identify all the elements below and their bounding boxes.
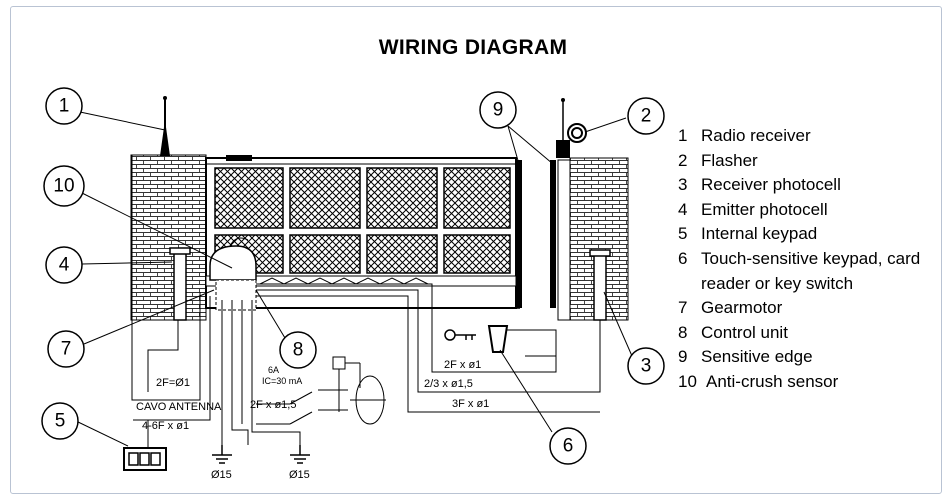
- label-ground-right: Ø15: [289, 469, 310, 481]
- label-2f-o1: 2F=Ø1: [156, 377, 190, 389]
- label-3f-o1: 3F x ø1: [452, 398, 489, 410]
- gearmotor: [209, 237, 257, 311]
- svg-text:4: 4: [59, 255, 70, 276]
- label-breaker-amps: 6A: [268, 365, 279, 375]
- label-breaker-ic: IC=30 mA: [262, 376, 302, 386]
- label-2f-o15-left: 2F x ø1,5: [250, 399, 296, 411]
- svg-text:10: 10: [53, 176, 74, 197]
- callout-4: 4: [45, 246, 83, 284]
- wall-left: [130, 154, 207, 321]
- callout-10: 10: [43, 165, 85, 207]
- diagram-title: WIRING DIAGRAM: [378, 36, 568, 59]
- wiring: [131, 155, 601, 445]
- svg-text:3: 3: [641, 356, 652, 377]
- callout-6: 6: [549, 427, 587, 465]
- callout-8: 8: [279, 331, 317, 369]
- leader-lines: [75, 111, 633, 447]
- gate: [205, 155, 520, 309]
- callout-1: 1: [45, 87, 83, 125]
- svg-text:7: 7: [61, 339, 72, 360]
- callout-9: 9: [479, 91, 517, 129]
- svg-text:6: 6: [563, 436, 574, 457]
- sensitive-edge: [516, 159, 571, 321]
- ground-symbols: [212, 445, 310, 464]
- label-cavo-antenna: CAVO ANTENNA: [136, 401, 222, 413]
- callout-5: 5: [41, 402, 79, 440]
- svg-text:9: 9: [493, 100, 504, 121]
- label-2f-x-o1: 2F x ø1: [444, 359, 481, 371]
- callout-7: 7: [47, 330, 85, 368]
- svg-text:8: 8: [293, 340, 304, 361]
- label-46f: 4-6F x ø1: [142, 420, 189, 432]
- wire-labels: 2F=Ø1 CAVO ANTENNA 4-6F x ø1 2F x ø1,5 6…: [136, 359, 489, 481]
- internal-keypad: [123, 420, 167, 471]
- svg-text:1: 1: [59, 96, 70, 117]
- callout-3: 3: [627, 347, 665, 385]
- svg-text:5: 5: [55, 411, 66, 432]
- diagram-frame: [10, 6, 942, 494]
- label-ground-left: Ø15: [211, 469, 232, 481]
- label-23-o15: 2/3 x ø1,5: [424, 378, 473, 390]
- callouts: 1 2 3 4 5 6 7 8: [41, 87, 665, 465]
- svg-text:2: 2: [641, 106, 652, 127]
- key-switch: [444, 325, 509, 353]
- callout-2: 2: [627, 97, 665, 135]
- flasher: [556, 98, 587, 158]
- antenna-post: [160, 96, 170, 156]
